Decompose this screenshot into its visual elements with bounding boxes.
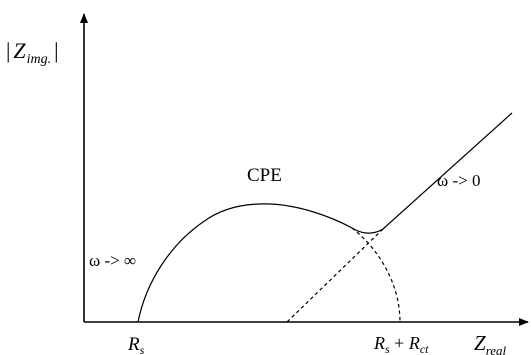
cpe-label: CPE [247, 165, 282, 186]
tick-label-rs-plus-rct: Rs + Rct [373, 333, 429, 355]
low-frequency-label: ω -> 0 [437, 171, 480, 190]
y-axis-label: |Zimg.| [6, 38, 59, 67]
warburg-extrapolation [286, 228, 384, 323]
semicircle-extrapolation [351, 227, 401, 323]
impedance-curve [137, 112, 513, 323]
tick-label-rs: Rs [127, 334, 145, 355]
high-frequency-label: ω -> ∞ [89, 251, 136, 270]
x-axis-label: Zreal [474, 331, 507, 355]
